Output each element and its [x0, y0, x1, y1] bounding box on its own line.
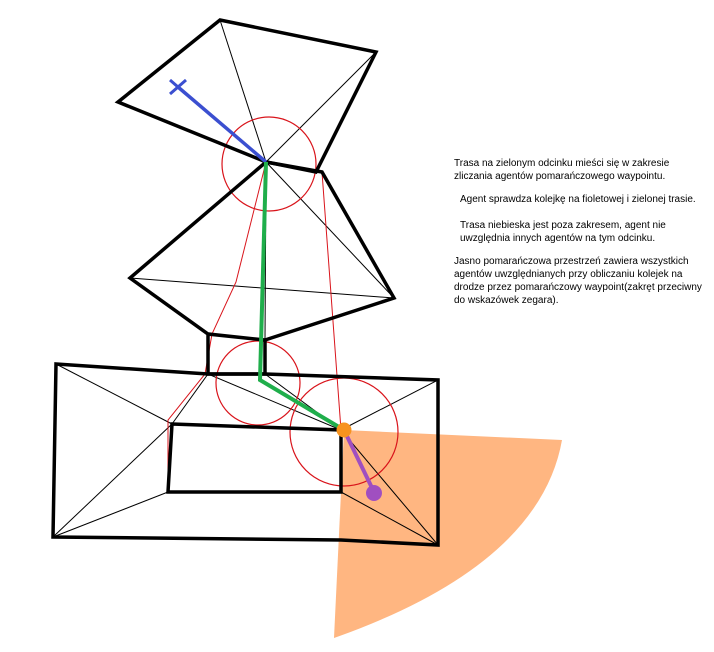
red-funnel-path: [167, 161, 342, 493]
navmesh-outline: [51, 18, 440, 547]
green-path: [257, 161, 346, 432]
blue-path: [169, 78, 268, 164]
orange-waypoint: [336, 422, 352, 438]
purple-path: [342, 429, 382, 501]
note-orange-area: Jasno pomarańczowa przestrzeń zawiera ws…: [454, 256, 702, 306]
note-green-segment: Trasa na zielonym odcinku mieści się w z…: [454, 158, 670, 182]
note-blue-out-of-range: Trasa niebieska jest poza zakresem, agen…: [460, 220, 666, 244]
radius-circles: [215, 116, 399, 487]
orange-count-area: [334, 430, 562, 638]
note-queue-check: Agent sprawdza kolejkę na fioletowej i z…: [460, 194, 696, 205]
